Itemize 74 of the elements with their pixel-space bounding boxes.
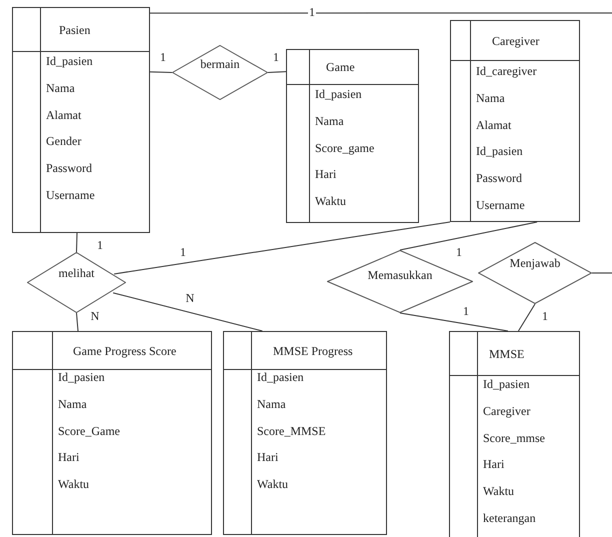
- relationship-label: bermain: [199, 57, 241, 71]
- entity-table: [12, 7, 150, 233]
- attribute-text: Alamat: [46, 108, 82, 122]
- entity-title: Game Progress Score: [73, 344, 176, 358]
- relationship-line: [400, 312, 508, 332]
- relationship-diamond: [172, 45, 268, 100]
- entity-title: Game: [326, 60, 355, 74]
- entity-title: MMSE Progress: [273, 344, 353, 358]
- relationship-diamond: [27, 252, 126, 313]
- attribute-text: keterangan: [483, 511, 536, 525]
- entity-title: MMSE: [489, 346, 524, 360]
- attribute-text: Score_game: [315, 140, 374, 155]
- cardinality-label: 1: [96, 239, 104, 251]
- cardinality-label: 1: [308, 6, 316, 18]
- relationship-label: Menjawab: [508, 256, 562, 270]
- entity-table: [449, 331, 580, 537]
- relationship-label: melihat: [58, 266, 96, 280]
- attribute-text: Hari: [257, 450, 278, 464]
- entity-table: [223, 331, 387, 535]
- attribute-text: Hari: [483, 457, 504, 472]
- attribute-text: Username: [476, 198, 525, 212]
- attribute-text: Nama: [46, 80, 75, 95]
- attribute-text: Password: [46, 161, 92, 176]
- relationship-line: [114, 222, 450, 274]
- cardinality-label: 1: [272, 51, 280, 63]
- attribute-text: Alamat: [476, 118, 512, 132]
- cardinality-label: 1: [179, 246, 187, 258]
- cardinality-label: 1: [462, 305, 470, 317]
- cardinality-label: 1: [159, 51, 167, 63]
- relationship-line: [518, 304, 536, 332]
- relationship-line: [76, 312, 78, 332]
- relationship-label: Memasukkan: [366, 268, 434, 282]
- entity-title: Pasien: [59, 22, 90, 36]
- attribute-text: Waktu: [315, 194, 346, 208]
- attribute-text: Caregiver: [483, 404, 530, 418]
- attribute-text: Id_pasien: [483, 377, 530, 391]
- relationship-line: [150, 12, 612, 14]
- attribute-text: Waktu: [483, 484, 514, 498]
- relationship-line: [76, 232, 78, 252]
- relationship-line: [112, 292, 263, 332]
- attribute-text: Nama: [315, 114, 344, 128]
- attribute-text: Waktu: [58, 477, 90, 492]
- attribute-text: Id_pasien: [257, 370, 304, 384]
- relationship-line: [268, 71, 286, 73]
- relationship-line: [592, 272, 612, 274]
- relationship-line: [400, 222, 538, 250]
- relationship-diamond: [478, 242, 592, 304]
- attribute-text: Score_MMSE: [257, 424, 326, 438]
- cardinality-label: N: [90, 310, 100, 322]
- attribute-text: Id_pasien: [476, 144, 523, 158]
- attribute-text: Score_mmse: [483, 430, 545, 445]
- entity-title: Caregiver: [492, 34, 540, 48]
- attribute-text: Nama: [257, 396, 286, 411]
- attribute-text: Hari: [315, 167, 336, 182]
- attribute-text: Nama: [476, 90, 505, 105]
- attribute-text: Username: [46, 188, 95, 202]
- relationship-diamond: [327, 250, 473, 313]
- entity-table: [12, 331, 212, 535]
- attribute-text: Waktu: [257, 477, 288, 492]
- cardinality-label: 1: [541, 310, 549, 322]
- attribute-text: Gender: [46, 134, 82, 148]
- attribute-text: Id_pasien: [315, 87, 362, 101]
- entity-table: [286, 49, 419, 223]
- attribute-text: Id_pasien: [46, 54, 93, 68]
- attribute-text: Password: [476, 171, 522, 186]
- attribute-text: Nama: [58, 396, 87, 411]
- cardinality-label: 1: [455, 246, 463, 258]
- attribute-text: Hari: [58, 450, 80, 464]
- relationship-line: [150, 71, 172, 73]
- attribute-text: Score_Game: [58, 424, 120, 438]
- attribute-text: Id_caregiver: [476, 64, 537, 78]
- entity-table: [450, 20, 580, 222]
- cardinality-label: N: [184, 292, 196, 304]
- attribute-text: Id_pasien: [58, 370, 105, 384]
